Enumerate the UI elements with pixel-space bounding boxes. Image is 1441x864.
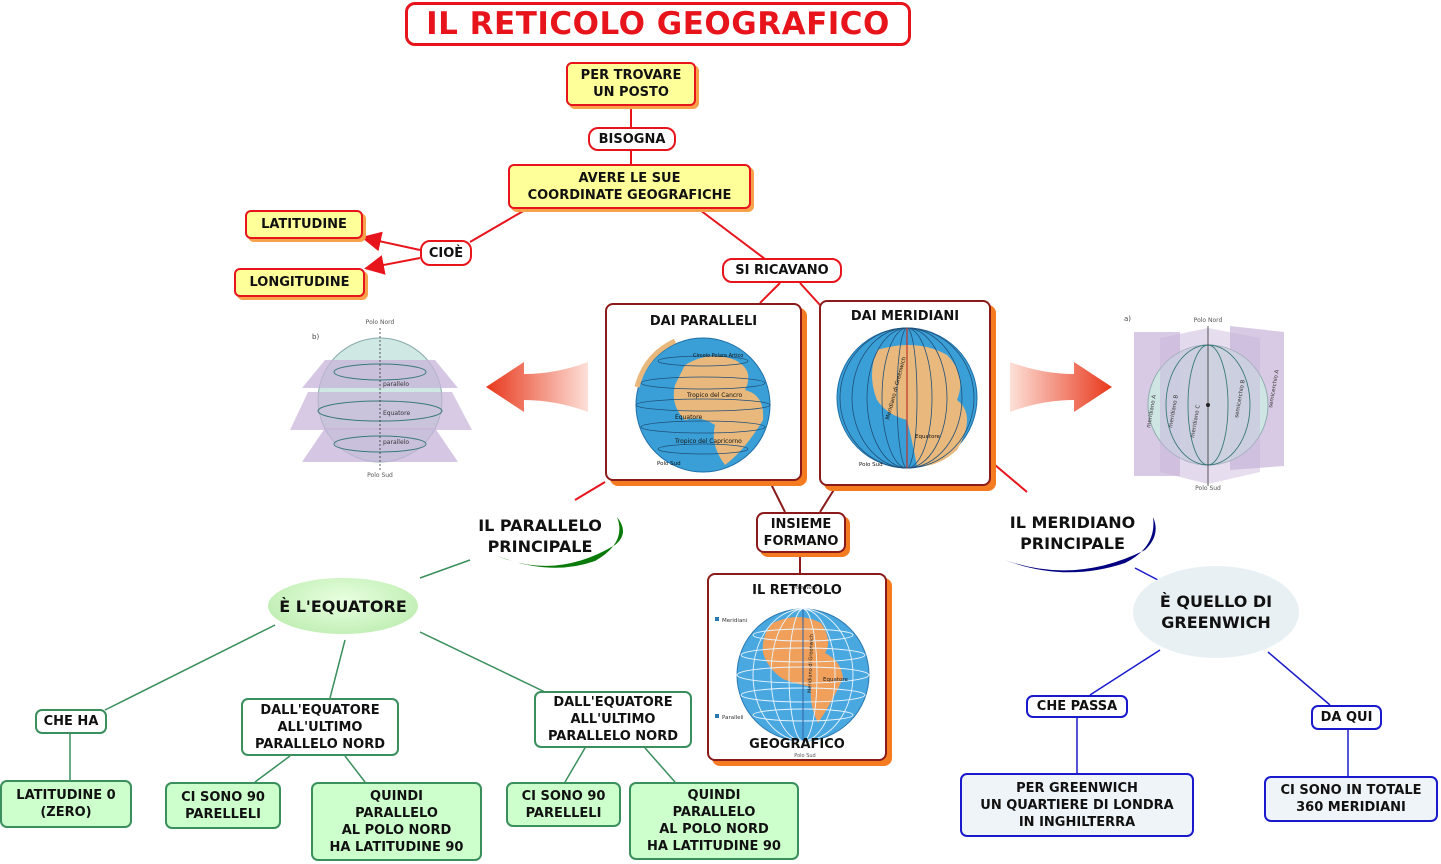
node-latitudine: LATITUDINE bbox=[245, 210, 363, 239]
node-dall-equatore-1: DALL'EQUATORE ALL'ULTIMO PARALLELO NORD bbox=[241, 698, 399, 756]
arrow-left-icon bbox=[486, 362, 588, 412]
fig-right-polo-nord: Polo Nord bbox=[1194, 317, 1223, 324]
fig-right-polo-sud: Polo Sud bbox=[1195, 485, 1221, 492]
node-meridiano-principale: IL MERIDIANO PRINCIPALE bbox=[1009, 513, 1136, 553]
node-avere-coordinate: AVERE LE SUE COORDINATE GEOGRAFICHE bbox=[508, 164, 751, 209]
fig-left-tag: b) bbox=[312, 333, 319, 341]
reticolo-title-top: IL RETICOLO bbox=[752, 583, 842, 598]
panel-dai-paralleli-label: DAI PARALLELI bbox=[649, 314, 758, 329]
fig-left-parallelo-bottom: parallelo bbox=[383, 439, 409, 446]
node-parallelo-principale: IL PARALLELO PRINCIPALE bbox=[478, 516, 602, 556]
reticolo-title-bottom: GEOGRAFICO bbox=[749, 737, 845, 752]
figure-meridian-planes: a) Polo Nord meridiano A meridiano B mer… bbox=[1120, 308, 1292, 493]
node-da-qui: DA QUI bbox=[1311, 705, 1382, 730]
node-ci-sono-90-2: CI SONO 90 PARELLELI bbox=[506, 782, 621, 827]
ret-polo-nord: Polo Nord bbox=[793, 585, 817, 591]
panel-reticolo: Polo Nord Meridiani Paralleli Equatore M… bbox=[707, 573, 887, 761]
node-che-passa: CHE PASSA bbox=[1026, 695, 1128, 718]
fig-right-meridiano-b: meridiano B bbox=[1168, 394, 1180, 428]
globe-p-tropico-capricorno: Tropico del Capricorno bbox=[674, 438, 742, 445]
globe-p-circolo-polare: Circolo Polare Artico bbox=[693, 353, 743, 359]
fig-left-polo-nord: Polo Nord bbox=[366, 319, 395, 326]
reticolo-globe-illustration: Polo Nord Meridiani Paralleli Equatore M… bbox=[715, 585, 870, 759]
parallel-planes-illustration: b) Polo Nord parallelo Equatore parallel… bbox=[290, 319, 472, 479]
node-cioe: CIOÈ bbox=[420, 240, 472, 266]
node-ci-sono-360: CI SONO IN TOTALE 360 MERIDIANI bbox=[1264, 776, 1438, 822]
panel-dai-meridiani: DAI MERIDIANI Meridiano di Greenwich Equ… bbox=[819, 300, 991, 486]
node-per-greenwich: PER GREENWICH UN QUARTIERE DI LONDRA IN … bbox=[960, 773, 1194, 837]
node-equatore: È L'EQUATORE bbox=[268, 578, 418, 634]
fig-left-equatore: Equatore bbox=[383, 410, 410, 417]
node-ci-sono-90-1: CI SONO 90 PARELLELI bbox=[165, 782, 281, 829]
fig-left-polo-sud: Polo Sud bbox=[367, 472, 393, 479]
globe-m-equatore: Equatore bbox=[915, 434, 940, 440]
fig-right-meridiano-a: meridiano A bbox=[1146, 394, 1158, 428]
page-title: IL RETICOLO GEOGRAFICO bbox=[405, 2, 911, 46]
globe-paralleli-illustration: Tropico del Cancro Circolo Polare Artico… bbox=[634, 337, 771, 473]
node-dall-equatore-2: DALL'EQUATORE ALL'ULTIMO PARALLELO NORD bbox=[534, 691, 692, 748]
globe-p-tropico-cancro: Tropico del Cancro bbox=[686, 392, 743, 399]
fig-left-parallelo-top: parallelo bbox=[383, 381, 409, 388]
node-longitudine: LONGITUDINE bbox=[234, 268, 365, 297]
node-per-trovare: PER TROVARE UN POSTO bbox=[566, 62, 696, 106]
globe-meridiani-illustration: Meridiano di Greenwich Equatore Polo Sud bbox=[836, 327, 978, 469]
node-quindi-2: QUINDI PARALLELO AL POLO NORD HA LATITUD… bbox=[629, 782, 799, 860]
node-che-ha: CHE HA bbox=[35, 709, 107, 734]
ret-paralleli: Paralleli bbox=[722, 715, 744, 721]
figure-parallel-planes: b) Polo Nord parallelo Equatore parallel… bbox=[280, 312, 480, 490]
fig-right-tag: a) bbox=[1124, 315, 1131, 323]
ret-meridiani: Meridiani bbox=[722, 618, 748, 624]
panel-dai-meridiani-label: DAI MERIDIANI bbox=[850, 309, 960, 324]
fig-right-meridiano-c: meridiano C bbox=[1190, 404, 1202, 438]
node-si-ricavano: SI RICAVANO bbox=[722, 258, 842, 283]
node-greenwich: È QUELLO DI GREENWICH bbox=[1133, 566, 1299, 658]
ret-greenwich: Meridiano di Greenwich bbox=[807, 634, 815, 693]
globe-p-equatore: Equatore bbox=[675, 414, 702, 421]
meridian-planes-illustration: a) Polo Nord meridiano A meridiano B mer… bbox=[1124, 315, 1284, 492]
node-latitudine-0: LATITUDINE 0 (ZERO) bbox=[0, 780, 132, 828]
globe-p-polo-sud: Polo Sud bbox=[657, 461, 681, 467]
ret-equatore: Equatore bbox=[823, 677, 848, 683]
ret-polo-sud: Polo Sud bbox=[794, 753, 815, 759]
node-insieme-formano: INSIEME FORMANO bbox=[756, 512, 846, 553]
globe-m-polo-sud: Polo Sud bbox=[859, 462, 883, 468]
node-bisogna: BISOGNA bbox=[588, 127, 676, 151]
node-quindi-1: QUINDI PARALLELO AL POLO NORD HA LATITUD… bbox=[311, 782, 482, 861]
panel-dai-paralleli: DAI PARALLELI Tropico del Cancro Circolo… bbox=[605, 303, 802, 481]
arrow-right-icon bbox=[1010, 362, 1112, 412]
